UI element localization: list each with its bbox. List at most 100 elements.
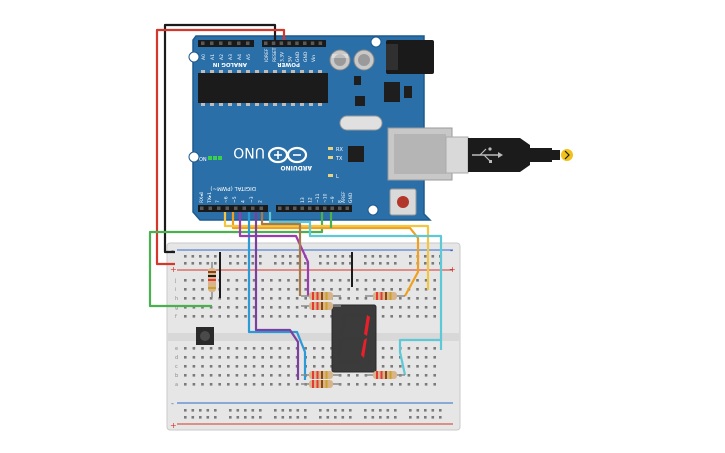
breadboard-hole[interactable] <box>313 279 316 282</box>
breadboard-hole[interactable] <box>433 297 436 300</box>
breadboard-hole[interactable] <box>304 279 307 282</box>
breadboard-hole[interactable] <box>424 288 428 291</box>
breadboard-hole[interactable] <box>433 315 436 318</box>
rail-hole[interactable] <box>304 416 307 419</box>
usb-port[interactable] <box>387 127 453 181</box>
rail-hole[interactable] <box>199 409 202 412</box>
breadboard-hole[interactable] <box>261 374 264 377</box>
rail-hole[interactable] <box>236 262 240 265</box>
breadboard-hole[interactable] <box>278 288 282 291</box>
resistor[interactable] <box>365 292 405 300</box>
breadboard-hole[interactable] <box>356 297 359 300</box>
rail-hole[interactable] <box>274 262 277 265</box>
rail-hole[interactable] <box>326 262 330 265</box>
breadboard-hole[interactable] <box>270 365 273 368</box>
rail-hole[interactable] <box>206 255 210 258</box>
breadboard-hole[interactable] <box>287 383 290 386</box>
breadboard-hole[interactable] <box>304 306 307 309</box>
header-pin-hole[interactable] <box>228 41 232 46</box>
rail-hole[interactable] <box>431 262 435 265</box>
rail-hole[interactable] <box>296 416 300 419</box>
usb-cable[interactable] <box>445 136 573 174</box>
header-pin-hole[interactable] <box>271 41 276 46</box>
breadboard-hole[interactable] <box>244 315 247 318</box>
breadboard-hole[interactable] <box>390 279 393 282</box>
breadboard-hole[interactable] <box>390 288 393 291</box>
rail-hole[interactable] <box>424 416 427 419</box>
breadboard-hole[interactable] <box>244 288 247 291</box>
rail-hole[interactable] <box>386 255 390 258</box>
breadboard-hole[interactable] <box>399 288 402 291</box>
header-pin-hole[interactable] <box>237 41 241 46</box>
header-pin-hole[interactable] <box>208 206 213 211</box>
rail-hole[interactable] <box>184 255 187 258</box>
breadboard-hole[interactable] <box>252 383 256 386</box>
breadboard-hole[interactable] <box>184 356 187 359</box>
breadboard-hole[interactable] <box>338 297 342 300</box>
breadboard-hole[interactable] <box>218 297 221 300</box>
breadboard-hole[interactable] <box>201 383 204 386</box>
breadboard-hole[interactable] <box>364 279 368 282</box>
breadboard-hole[interactable] <box>390 383 393 386</box>
rail-hole[interactable] <box>386 409 390 412</box>
breadboard-hole[interactable] <box>407 374 411 377</box>
rail-hole[interactable] <box>281 255 285 258</box>
reset-button[interactable] <box>389 188 417 216</box>
breadboard-hole[interactable] <box>381 356 385 359</box>
breadboard-hole[interactable] <box>381 315 385 318</box>
rail-hole[interactable] <box>259 416 262 419</box>
breadboard-hole[interactable] <box>235 356 239 359</box>
breadboard-hole[interactable] <box>424 315 428 318</box>
breadboard-hole[interactable] <box>227 288 230 291</box>
header-pin-hole[interactable] <box>310 41 315 46</box>
breadboard-hole[interactable] <box>218 365 221 368</box>
breadboard-hole[interactable] <box>416 356 419 359</box>
breadboard-hole[interactable] <box>192 279 196 282</box>
rail-hole[interactable] <box>341 255 345 258</box>
breadboard-hole[interactable] <box>244 297 247 300</box>
rail-hole[interactable] <box>341 409 345 412</box>
breadboard-hole[interactable] <box>227 365 230 368</box>
rail-hole[interactable] <box>229 409 232 412</box>
breadboard-hole[interactable] <box>209 365 213 368</box>
breadboard-hole[interactable] <box>192 288 196 291</box>
rail-hole[interactable] <box>424 255 427 258</box>
breadboard-hole[interactable] <box>270 279 273 282</box>
breadboard-hole[interactable] <box>192 315 196 318</box>
breadboard-hole[interactable] <box>218 347 221 350</box>
rail-hole[interactable] <box>379 255 382 258</box>
breadboard-hole[interactable] <box>381 383 385 386</box>
breadboard-hole[interactable] <box>278 347 282 350</box>
rail-hole[interactable] <box>251 255 255 258</box>
breadboard-hole[interactable] <box>356 374 359 377</box>
header-pin-hole[interactable] <box>279 41 284 46</box>
breadboard-hole[interactable] <box>227 347 230 350</box>
rail-hole[interactable] <box>289 255 292 258</box>
rail-hole[interactable] <box>206 262 210 265</box>
breadboard-hole[interactable] <box>235 374 239 377</box>
breadboard-hole[interactable] <box>244 279 247 282</box>
rail-hole[interactable] <box>409 255 412 258</box>
header-pin-hole[interactable] <box>295 41 299 46</box>
breadboard-hole[interactable] <box>407 315 411 318</box>
breadboard-hole[interactable] <box>244 347 247 350</box>
rail-hole[interactable] <box>296 409 300 412</box>
breadboard-hole[interactable] <box>192 356 196 359</box>
rail-hole[interactable] <box>431 416 435 419</box>
breadboard-hole[interactable] <box>261 383 264 386</box>
rail-hole[interactable] <box>319 262 322 265</box>
header-pin-hole[interactable] <box>251 206 255 211</box>
rail-hole[interactable] <box>281 409 285 412</box>
breadboard-hole[interactable] <box>433 306 436 309</box>
breadboard-hole[interactable] <box>201 374 204 377</box>
breadboard-hole[interactable] <box>304 288 307 291</box>
breadboard-hole[interactable] <box>347 374 350 377</box>
breadboard-hole[interactable] <box>424 297 428 300</box>
breadboard-hole[interactable] <box>416 383 419 386</box>
jumper-wires[interactable] <box>148 23 443 380</box>
breadboard-hole[interactable] <box>399 306 402 309</box>
header-pin-hole[interactable] <box>323 206 327 211</box>
arduino-uno-board[interactable]: ON RX TX L ARDUINO UNO <box>188 35 453 221</box>
rail-hole[interactable] <box>394 416 397 419</box>
breadboard-hole[interactable] <box>433 383 436 386</box>
